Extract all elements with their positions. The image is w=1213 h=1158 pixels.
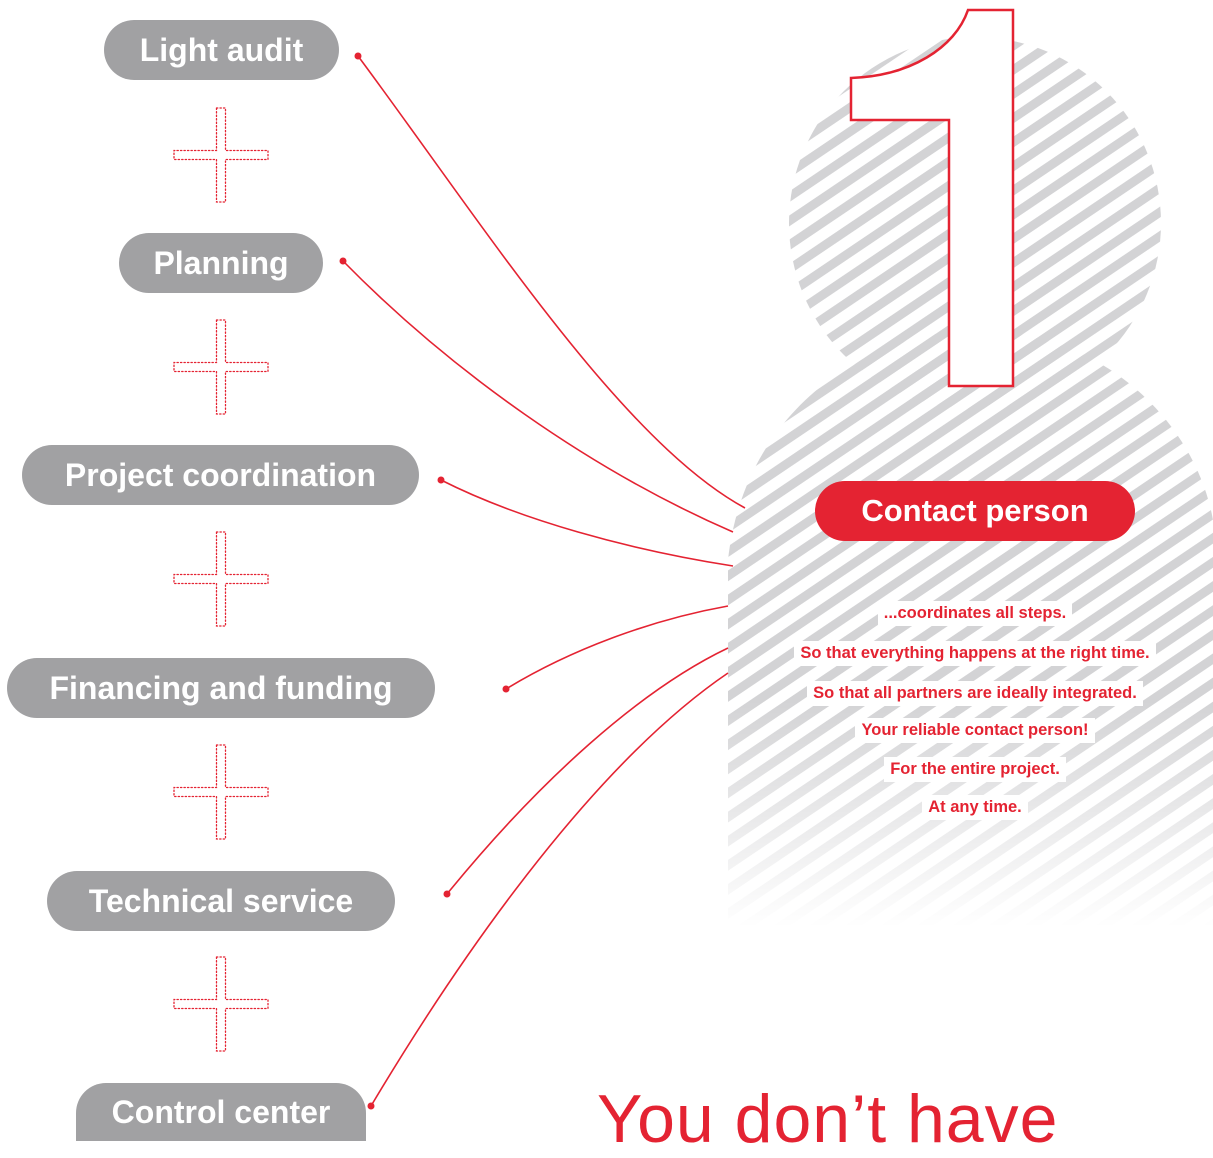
step-technical-service: Technical service (47, 871, 395, 931)
plus-icon (173, 107, 269, 203)
statement-text: So that all partners are ideally integra… (807, 681, 1143, 706)
connector-light-audit (357, 55, 746, 509)
step-light-audit: Light audit (104, 20, 339, 80)
connector-dot (437, 476, 445, 484)
connector-dot (367, 1102, 375, 1110)
statement-text: At any time. (922, 795, 1028, 820)
plus-icon (173, 531, 269, 627)
plus-icon (173, 319, 269, 415)
step-project-coordination: Project coordination (22, 445, 419, 505)
statement-text: For the entire project. (884, 757, 1066, 782)
statement-row: At any time. (770, 795, 1180, 820)
plus-icons (173, 107, 269, 1052)
contact-person-badge: Contact person (815, 481, 1135, 541)
connector-dot (502, 685, 510, 693)
statement-row: For the entire project. (770, 757, 1180, 782)
connector-dot (354, 52, 362, 60)
connector-technical-service (446, 647, 729, 895)
statement-text: Your reliable contact person! (855, 718, 1095, 743)
connector-dot (339, 257, 347, 265)
headline: You don’t have (597, 1081, 1059, 1157)
statement-text: ...coordinates all steps. (877, 601, 1073, 626)
statement-row: Your reliable contact person! (770, 718, 1180, 743)
statement-row: So that all partners are ideally integra… (770, 681, 1180, 706)
plus-icon (173, 956, 269, 1052)
connector-lines (342, 55, 746, 1107)
plus-icon (173, 744, 269, 840)
statement-text: So that everything happens at the right … (794, 641, 1156, 666)
statement-row: So that everything happens at the right … (770, 641, 1180, 666)
step-control-center: Control center (76, 1083, 366, 1141)
number-one-outline (849, 8, 1015, 388)
statement-row: ...coordinates all steps. (770, 601, 1180, 626)
connector-dots (339, 52, 510, 1110)
step-financing-and-funding: Financing and funding (7, 658, 435, 718)
connector-control-center (370, 672, 729, 1107)
step-planning: Planning (119, 233, 323, 293)
connector-planning (342, 260, 734, 533)
connector-dot (443, 890, 451, 898)
connector-project-coordination (440, 479, 734, 567)
connector-financing (505, 605, 729, 690)
